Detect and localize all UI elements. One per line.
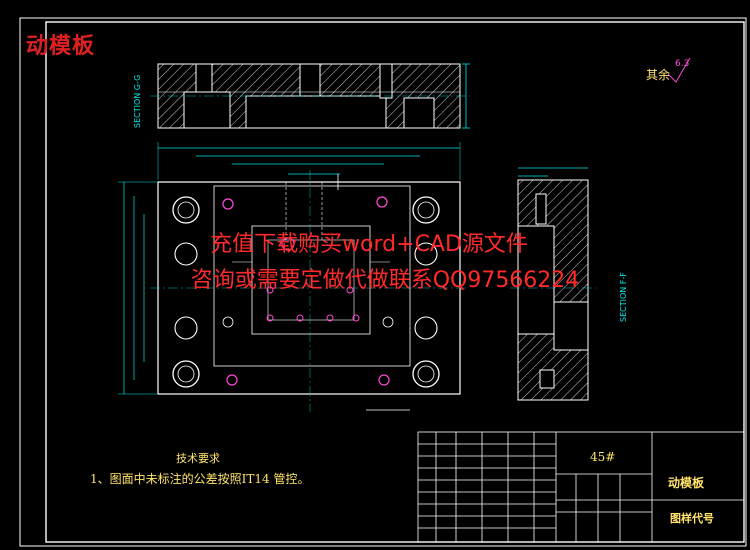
roughness-label: 其余	[646, 68, 671, 82]
inner-frame	[45, 21, 745, 543]
section-g-label: SECTION G-G	[133, 75, 142, 128]
section-f-view	[510, 167, 596, 401]
tech-requirements-title: 技术要求	[176, 452, 220, 465]
roughness-symbol	[667, 57, 691, 83]
part-name: 动模板	[668, 476, 705, 490]
section-g-view	[150, 63, 470, 129]
tech-requirements-item: 1、图面中未标注的公差按照IT14 管控。	[90, 472, 310, 486]
title-block	[417, 431, 745, 543]
material-value: 45#	[590, 450, 616, 464]
watermark-line-1: 充值下载购买word+CAD源文件	[210, 232, 528, 257]
section-f-label: SECTION F-F	[619, 272, 628, 322]
page-title: 动模板	[26, 34, 96, 59]
roughness-value: 6.3	[675, 59, 689, 69]
drawing-number-label: 图样代号	[670, 512, 714, 525]
watermark-line-2: 咨询或需要定做代做联系QQ97566224	[190, 268, 580, 293]
plan-view	[118, 142, 468, 412]
drawing-frame	[19, 17, 747, 547]
